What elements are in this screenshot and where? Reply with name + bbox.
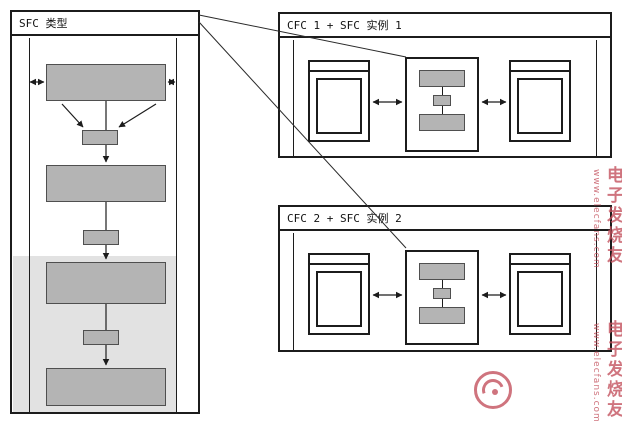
cfc1-function-block-left <box>308 60 370 142</box>
function-block-header <box>511 62 569 72</box>
instance-step-2 <box>419 307 465 324</box>
watermark-url-text: www.elecfans.com <box>591 169 601 269</box>
sfc-transition-1 <box>82 130 118 145</box>
cfc1-right-rail-line <box>596 40 597 156</box>
cfc2-function-block-right <box>509 253 571 335</box>
function-block-header <box>310 255 368 265</box>
sfc-type-window-body <box>12 38 198 412</box>
instance-step-1 <box>419 70 465 87</box>
watermark-brand-text: 电子发烧友 <box>603 166 622 266</box>
sfc-step-4 <box>46 368 166 406</box>
cfc2-left-rail-line <box>293 233 294 350</box>
elecfans-logo-icon <box>474 371 512 409</box>
function-block-header <box>511 255 569 265</box>
watermark-url-text: www.elecfans.com <box>591 323 601 423</box>
function-block-body <box>316 78 362 134</box>
cfc2-connection-arrows <box>372 291 507 299</box>
function-block-header <box>310 62 368 72</box>
function-block-body <box>517 78 563 134</box>
function-block-body <box>517 271 563 327</box>
transition1-right-arrow <box>118 103 157 128</box>
transition1-left-arrow <box>61 103 84 128</box>
cfc-instance-2-window: CFC 2 + SFC 实例 2 <box>278 205 612 352</box>
sfc-right-rail-line <box>176 38 177 412</box>
sfc-type-window-title: SFC 类型 <box>12 12 198 36</box>
cfc2-right-rail-line <box>596 233 597 350</box>
watermark-upper: 电子发烧友 www.elecfans.com <box>591 166 622 269</box>
cfc-instance-2-body <box>280 233 610 350</box>
instance-transition <box>433 95 451 106</box>
instance-transition <box>433 288 451 299</box>
cfc1-function-block-right <box>509 60 571 142</box>
sfc-step-2 <box>46 165 166 202</box>
sfc-step-3 <box>46 262 166 304</box>
sfc-transition-3 <box>83 330 119 345</box>
sfc-left-rail-line <box>29 38 30 412</box>
cfc2-function-block-left <box>308 253 370 335</box>
cfc-instance-1-window: CFC 1 + SFC 实例 1 <box>278 12 612 158</box>
logo-dot-shape <box>492 389 498 395</box>
cfc-instance-1-body <box>280 40 610 156</box>
function-block-body <box>316 271 362 327</box>
cfc-instance-1-title: CFC 1 + SFC 实例 1 <box>280 14 610 38</box>
sfc-type-window: SFC 类型 <box>10 10 200 414</box>
sfc-transition-2 <box>83 230 119 245</box>
cfc1-sfc-instance-block <box>405 57 479 152</box>
cfc-instance-2-title: CFC 2 + SFC 实例 2 <box>280 207 610 231</box>
sfc-step-1 <box>46 64 166 101</box>
instance-step-2 <box>419 114 465 131</box>
instance-step-1 <box>419 263 465 280</box>
watermark-brand-text: 电子发烧友 <box>603 320 622 420</box>
watermark-lower: 电子发烧友 www.elecfans.com <box>591 320 622 423</box>
cfc2-sfc-instance-block <box>405 250 479 345</box>
